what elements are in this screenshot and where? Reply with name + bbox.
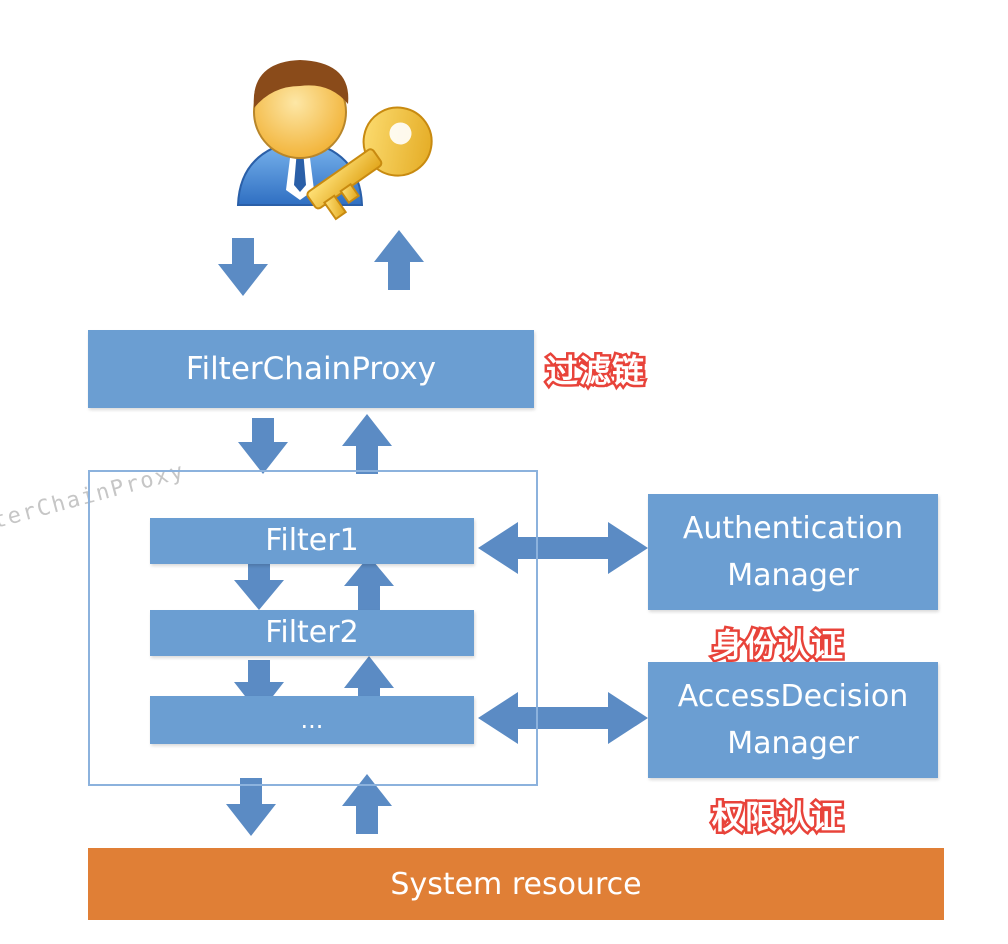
access-decision-manager-box: AccessDecision Manager: [648, 662, 938, 778]
filter-more-box: ...: [150, 696, 474, 744]
arrow-up: [344, 656, 394, 716]
arrow-down: [238, 418, 288, 474]
filter2-box: Filter2: [150, 610, 474, 656]
arrow-up: [342, 774, 392, 834]
access-decision-manager-line2: Manager: [727, 726, 859, 761]
filter1-label: Filter1: [265, 523, 359, 559]
arrow-up: [374, 230, 424, 290]
double-arrow: [478, 692, 648, 744]
arrow-up: [344, 556, 394, 612]
filter2-label: Filter2: [265, 615, 359, 651]
filter1-box: Filter1: [150, 518, 474, 564]
arrow-down: [226, 778, 276, 836]
system-resource-label: System resource: [390, 866, 642, 902]
filter-more-label: ...: [300, 706, 324, 734]
arrow-up: [342, 414, 392, 474]
access-decision-manager-line1: AccessDecision: [677, 678, 909, 714]
access-note: 权限认证: [709, 796, 845, 839]
auth-note: 身份认证: [709, 624, 845, 667]
authentication-manager-line2: Manager: [727, 558, 859, 593]
proxy-note: 过滤链: [543, 350, 646, 393]
arrow-down: [234, 562, 284, 610]
filter-chain-frame: [88, 470, 538, 786]
arrow-down: [218, 238, 268, 296]
filter-chain-proxy-label: FilterChainProxy: [185, 350, 437, 387]
authentication-manager-box: Authentication Manager: [648, 494, 938, 610]
arrow-down: [234, 660, 284, 714]
filter-chain-proxy-box: FilterChainProxy: [88, 330, 534, 408]
system-resource-box: System resource: [88, 848, 944, 920]
double-arrow: [478, 522, 648, 574]
authentication-manager-line1: Authentication: [682, 510, 904, 546]
